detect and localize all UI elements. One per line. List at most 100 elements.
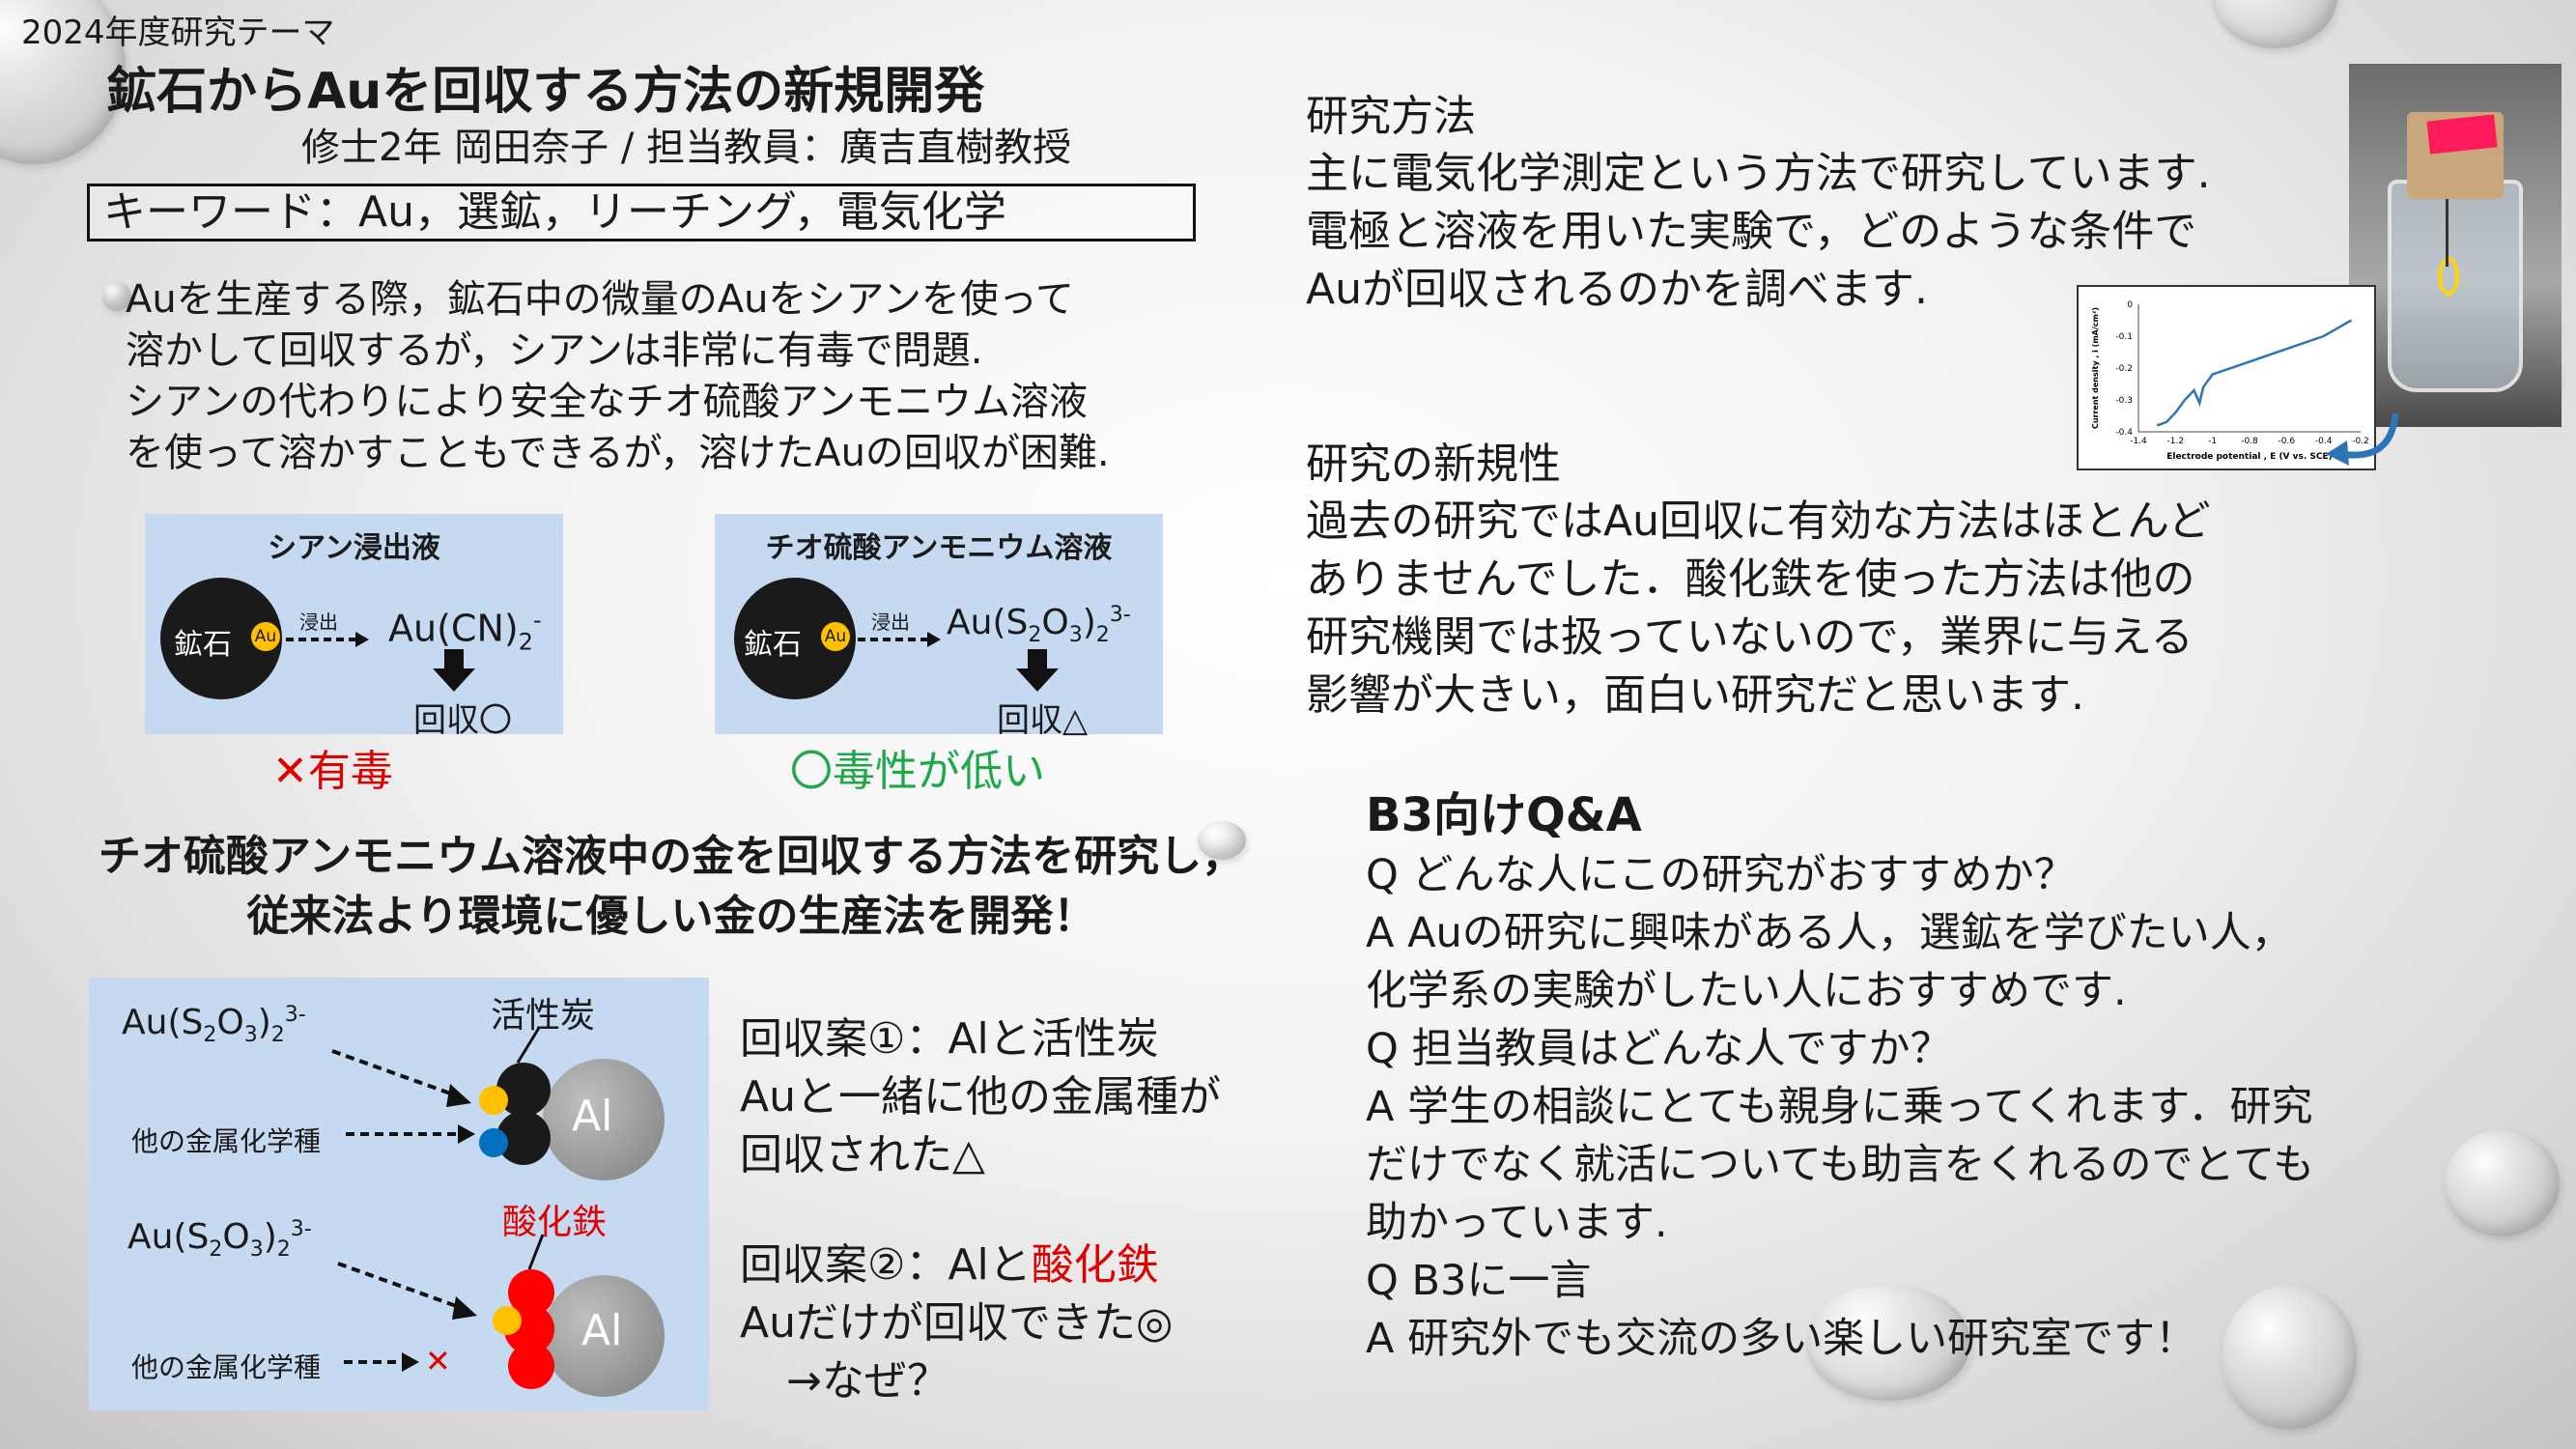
chart-series bbox=[2156, 319, 2353, 427]
leaching-label: 浸出 bbox=[871, 611, 910, 634]
iron-oxide-pointer bbox=[527, 1234, 545, 1270]
chart-axes: 0-0.1-0.2-0.3-0.4-1.4-1.2-1-0.8-0.6-0.4-… bbox=[2091, 300, 2369, 462]
thiosulfate-verdict: 〇毒性が低い bbox=[790, 747, 1045, 796]
method-line: 電極と溶液を用いた実験で，どのような条件で bbox=[1306, 207, 2197, 256]
x-tick-label: -0.6 bbox=[2279, 437, 2296, 446]
electrode-ring bbox=[2438, 257, 2459, 296]
plan2-line: Auだけが回収できた◎ bbox=[740, 1298, 1174, 1348]
activated-carbon-pointer bbox=[516, 1027, 541, 1064]
leaching-label: 浸出 bbox=[299, 611, 338, 634]
other-metal-dot bbox=[479, 1128, 508, 1157]
gold-dot bbox=[479, 1086, 508, 1115]
gold-dot bbox=[493, 1306, 522, 1335]
gold-particle: Au bbox=[251, 622, 280, 651]
qa-heading: B3向けQ&A bbox=[1366, 788, 1642, 842]
plan2-line: →なぜ？ bbox=[786, 1356, 949, 1406]
activated-carbon-label: 活性炭 bbox=[491, 996, 596, 1036]
curved-arrow-icon bbox=[2326, 412, 2399, 466]
dashed-arrow bbox=[858, 632, 941, 647]
qa-line: A 研究外でも交流の多い楽しい研究室です！ bbox=[1366, 1315, 2197, 1363]
dashed-arrow bbox=[346, 1124, 475, 1144]
water-droplet bbox=[2212, 0, 2337, 48]
intro-line: を使って溶かすこともできるが，溶けたAuの回収が困難. bbox=[126, 431, 1110, 475]
qa-line: だけでなく就活についても助言をくれるのでとても bbox=[1366, 1141, 2315, 1189]
novelty-line: 影響が大きい，面白い研究だと思います. bbox=[1306, 670, 2084, 720]
x-tick-label: -1.4 bbox=[2130, 437, 2147, 446]
intro-line: シアンの代わりにより安全なチオ硫酸アンモニウム溶液 bbox=[126, 380, 1088, 424]
qa-line: 助かっています. bbox=[1366, 1199, 1668, 1247]
recovery-diagram: Au(S2O3)23- 活性炭 他の金属化学種 Al 酸化鉄 Au(S2O3)2… bbox=[89, 978, 709, 1410]
experiment-photo bbox=[2349, 64, 2562, 427]
electrode-wire bbox=[2446, 199, 2449, 267]
blocked-cross-icon: ✕ bbox=[425, 1343, 451, 1379]
gold-particle: Au bbox=[821, 622, 850, 651]
novelty-line: ありませんでした．酸化鉄を使った方法は他の bbox=[1306, 554, 2195, 604]
al-particle bbox=[543, 1059, 665, 1180]
x-axis-label: Electrode potential , E (V vs. SCE) bbox=[2166, 452, 2333, 462]
recovery-result: 回収〇 bbox=[413, 701, 512, 740]
y-tick-label: -0.3 bbox=[2115, 396, 2133, 406]
y-tick-label: -0.4 bbox=[2115, 428, 2133, 438]
water-droplet bbox=[2222, 1285, 2357, 1430]
author-line: 修士2年 岡田奈子 / 担当教員：廣吉直樹教授 bbox=[301, 126, 1072, 170]
method-heading: 研究方法 bbox=[1306, 92, 1476, 141]
qa-line: 化学系の実験がしたい人におすすめです. bbox=[1366, 967, 2127, 1015]
y-tick-label: -0.2 bbox=[2115, 364, 2133, 374]
y-tick-label: -0.1 bbox=[2115, 332, 2133, 342]
intro-line: 溶かして回収するが，シアンは非常に有毒で問題. bbox=[126, 328, 983, 373]
recovery-plans: 回収案①：Alと活性炭 Auと一緒に他の金属種が 回収された△ 回収案②：Alと… bbox=[740, 1010, 1221, 1410]
method-section: 研究方法 主に電気化学測定という方法で研究しています. 電極と溶液を用いた実験で… bbox=[1306, 89, 2211, 319]
al-particle bbox=[543, 1275, 665, 1397]
novelty-heading: 研究の新規性 bbox=[1306, 440, 1561, 489]
water-droplet bbox=[2444, 1130, 2560, 1236]
water-droplet bbox=[102, 282, 131, 311]
qa-line: Q B3に一言 bbox=[1366, 1257, 1592, 1305]
page-title: 鉱石からAuを回収する方法の新規開発 bbox=[106, 63, 985, 121]
novelty-line: 研究機関では扱っていないので，業界に与える bbox=[1306, 612, 2194, 662]
y-tick-label: 0 bbox=[2127, 300, 2133, 310]
research-goal: チオ硫酸アンモニウム溶液中の金を回収する方法を研究し， 従来法より環境に優しい金… bbox=[19, 827, 1323, 947]
plan1-line: 回収案①：Alと活性炭 bbox=[740, 1014, 1159, 1064]
intro-paragraph: Auを生産する際，鉱石中の微量のAuをシアンを使って 溶かして回収するが，シアン… bbox=[126, 274, 1110, 479]
al-label: Al bbox=[581, 1306, 623, 1355]
dashed-arrow bbox=[286, 632, 369, 647]
plan2-line: 回収案②：Alと酸化鉄 bbox=[740, 1240, 1159, 1290]
dashed-arrow bbox=[344, 1352, 419, 1372]
ore-label: 鉱石 bbox=[174, 628, 232, 662]
qa-line: A Auの研究に興味がある人，選鉱を学びたい人， bbox=[1366, 909, 2293, 957]
complex-formula: Au(S2O3)23- bbox=[122, 1003, 306, 1048]
chart-svg: 0-0.1-0.2-0.3-0.4-1.4-1.2-1-0.8-0.6-0.4-… bbox=[2091, 300, 2369, 462]
intro-line: Auを生産する際，鉱石中の微量のAuをシアンを使って bbox=[126, 277, 1074, 322]
water-droplet bbox=[1198, 821, 1246, 860]
plan1-line: Auと一緒に他の金属種が bbox=[740, 1072, 1221, 1122]
qa-line: Q 担当教員はどんな人ですか？ bbox=[1366, 1025, 1952, 1073]
cyanide-verdict: ✕有毒 bbox=[272, 747, 393, 796]
product-formula: Au(S2O3)23- bbox=[947, 603, 1131, 648]
spacer bbox=[740, 1184, 1221, 1236]
dashed-arrow bbox=[337, 1262, 477, 1320]
plan1-line: 回収された△ bbox=[740, 1130, 985, 1179]
dashed-arrow bbox=[331, 1049, 471, 1107]
x-tick-label: -0.2 bbox=[2352, 437, 2369, 446]
series-line bbox=[2156, 319, 2353, 427]
qa-line: A 学生の相談にとても親身に乗ってくれます．研究 bbox=[1366, 1083, 2313, 1131]
iron-oxide-particle bbox=[508, 1343, 554, 1389]
novelty-line: 過去の研究ではAu回収に有効な方法はほとんど bbox=[1306, 497, 2211, 546]
thiosulfate-diagram: チオ硫酸アンモニウム溶液 鉱石 Au 浸出 Au(S2O3)23- 回収△ bbox=[715, 514, 1163, 740]
down-arrow-icon bbox=[433, 649, 475, 692]
y-axis-label: Current density , i (mA/cm²) bbox=[2091, 307, 2100, 429]
method-line: Auが回収されるのかを調べます. bbox=[1306, 265, 1928, 314]
al-label: Al bbox=[572, 1092, 613, 1141]
polarization-chart: 0-0.1-0.2-0.3-0.4-1.4-1.2-1-0.8-0.6-0.4-… bbox=[2077, 285, 2376, 470]
year-tag: 2024年度研究テーマ bbox=[21, 14, 335, 52]
goal-line: チオ硫酸アンモニウム溶液中の金を回収する方法を研究し， bbox=[98, 832, 1245, 881]
method-line: 主に電気化学測定という方法で研究しています. bbox=[1306, 149, 2211, 198]
x-tick-label: -1 bbox=[2208, 437, 2217, 446]
x-tick-label: -1.2 bbox=[2167, 437, 2185, 446]
qa-line: Q どんな人にこの研究がおすすめか？ bbox=[1366, 851, 2076, 899]
goal-line: 従来法より環境に優しい金の生産法を開発！ bbox=[246, 892, 1096, 941]
other-metals-label: 他の金属化学種 bbox=[131, 1351, 322, 1383]
down-arrow-icon bbox=[1016, 649, 1059, 692]
ore-label: 鉱石 bbox=[744, 628, 802, 662]
water-droplet bbox=[1806, 1285, 1970, 1401]
